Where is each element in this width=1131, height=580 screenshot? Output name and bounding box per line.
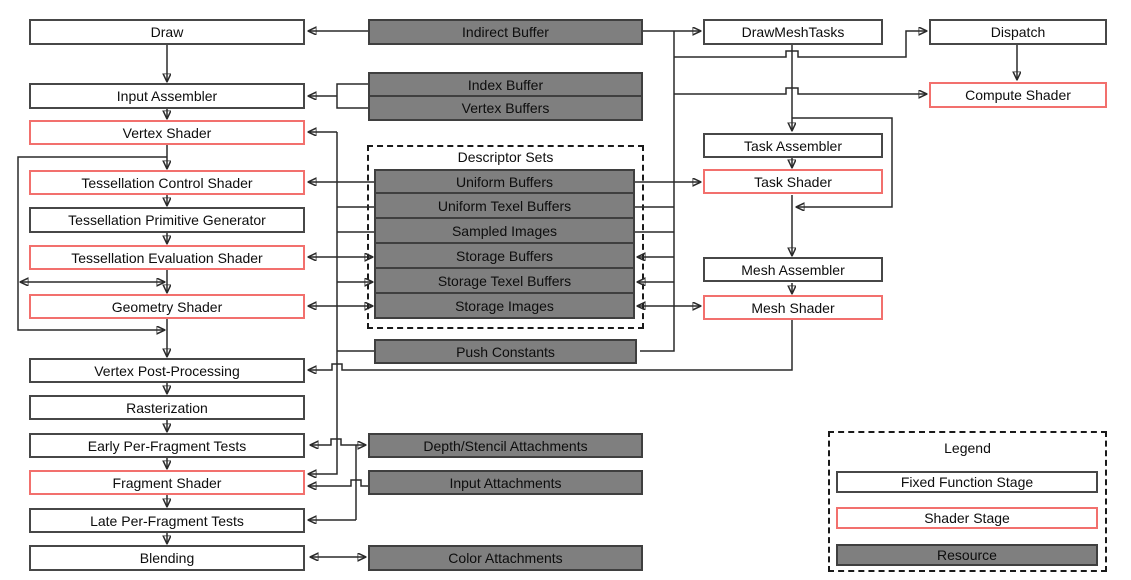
resource-vertex-buffers: Vertex Buffers: [368, 97, 643, 121]
descriptor-row-storage-images: Storage Images: [374, 294, 635, 319]
edge-bus-to-compute-shader: [674, 87, 926, 94]
stage-compute-shader: Compute Shader: [929, 82, 1107, 108]
resource-depth-stencil-attachments: Depth/Stencil Attachments: [368, 433, 643, 458]
stage-mesh-assembler: Mesh Assembler: [703, 257, 883, 282]
edge-early-tests-depth-stencil: [311, 438, 365, 445]
descriptor-row-uniform-buffers: Uniform Buffers: [374, 169, 635, 194]
stage-rasterization: Rasterization: [29, 395, 305, 420]
stage-draw: Draw: [29, 19, 305, 45]
stage-input-assembler: Input Assembler: [29, 83, 305, 109]
legend-title: Legend: [944, 440, 991, 456]
resource-push-constants: Push Constants: [374, 339, 637, 364]
resource-indirect-buffer: Indirect Buffer: [368, 19, 643, 45]
edge-right-bus: [640, 31, 675, 352]
stage-vertex-shader: Vertex Shader: [29, 120, 305, 145]
descriptor-row-storage-texel-buffers: Storage Texel Buffers: [374, 269, 635, 294]
resource-index-buffer: Index Buffer: [368, 72, 643, 97]
legend-item-resource: Resource: [836, 544, 1098, 566]
stage-task-assembler: Task Assembler: [703, 133, 883, 158]
edge-input-attachments-to-fragment-shader: [309, 479, 368, 486]
legend-box: [828, 431, 1107, 572]
edge-left-bus-to-fragment-shader: [309, 132, 338, 474]
edge-index-vertex-buffer-bracket: [336, 83, 368, 109]
stage-early-per-fragment-tests: Early Per-Fragment Tests: [29, 433, 305, 458]
resource-color-attachments: Color Attachments: [368, 545, 643, 571]
stage-mesh-shader: Mesh Shader: [703, 295, 883, 320]
legend-item-fixed-function-stage: Fixed Function Stage: [836, 471, 1098, 493]
stage-drawmeshtasks: DrawMeshTasks: [703, 19, 883, 45]
stage-tessellation-primitive-generator: Tessellation Primitive Generator: [29, 207, 305, 233]
stage-tessellation-control-shader: Tessellation Control Shader: [29, 170, 305, 195]
descriptor-row-storage-buffers: Storage Buffers: [374, 244, 635, 269]
stage-vertex-post-processing: Vertex Post-Processing: [29, 358, 305, 383]
descriptor-row-uniform-texel-buffers: Uniform Texel Buffers: [374, 194, 635, 219]
stage-blending: Blending: [29, 545, 305, 571]
stage-late-per-fragment-tests: Late Per-Fragment Tests: [29, 508, 305, 533]
stage-dispatch: Dispatch: [929, 19, 1107, 45]
stage-geometry-shader: Geometry Shader: [29, 294, 305, 319]
descriptor-sets-title: Descriptor Sets: [457, 149, 554, 165]
resource-input-attachments: Input Attachments: [368, 470, 643, 495]
stage-tessellation-evaluation-shader: Tessellation Evaluation Shader: [29, 245, 305, 270]
descriptor-row-sampled-images: Sampled Images: [374, 219, 635, 244]
stage-task-shader: Task Shader: [703, 169, 883, 194]
stage-fragment-shader: Fragment Shader: [29, 470, 305, 495]
legend-item-shader-stage: Shader Stage: [836, 507, 1098, 529]
